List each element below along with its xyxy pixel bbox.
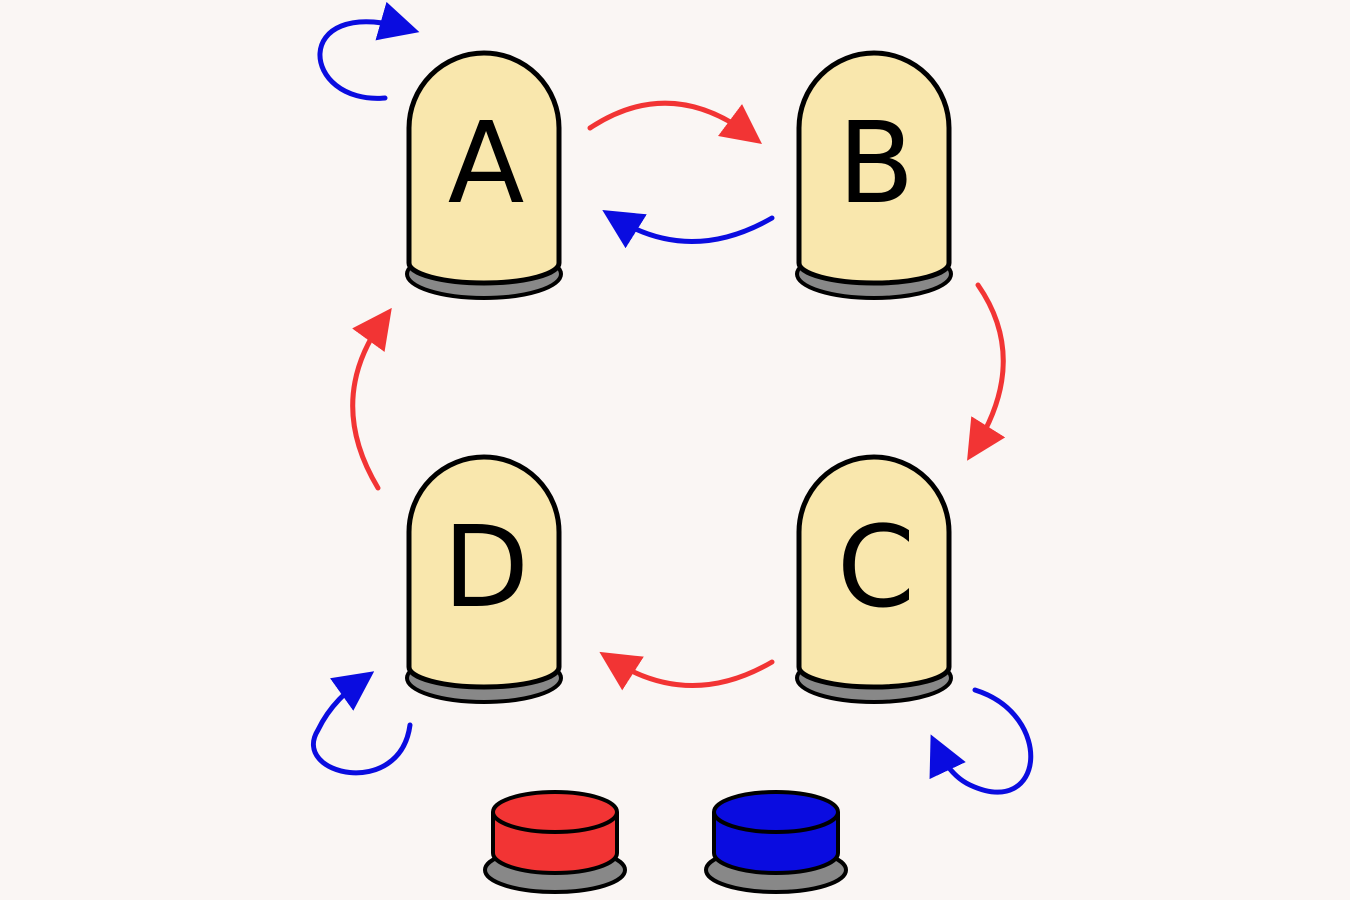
arrow-d-self-loop xyxy=(311,671,413,776)
lamp-b-label: B xyxy=(838,99,915,229)
lamp-b: B xyxy=(795,50,953,300)
arrow-c-self-loop xyxy=(929,687,1034,795)
arrow-c-to-d xyxy=(599,651,775,691)
blue-button[interactable] xyxy=(704,790,848,894)
lamp-a-label: A xyxy=(448,99,525,229)
lamp-c-label: C xyxy=(837,503,915,633)
arrow-b-to-c xyxy=(967,282,1006,461)
red-button[interactable] xyxy=(483,790,627,894)
transition-arrows xyxy=(311,1,1034,795)
arrow-a-to-b xyxy=(587,100,763,144)
lamp-a: A xyxy=(405,50,563,300)
lamp-d: D xyxy=(405,454,563,704)
arrow-b-to-a xyxy=(602,210,775,249)
lamp-d-label: D xyxy=(443,503,529,633)
lamp-c: C xyxy=(795,454,953,704)
arrow-a-self-loop xyxy=(317,1,420,101)
arrow-d-to-a xyxy=(350,307,392,491)
